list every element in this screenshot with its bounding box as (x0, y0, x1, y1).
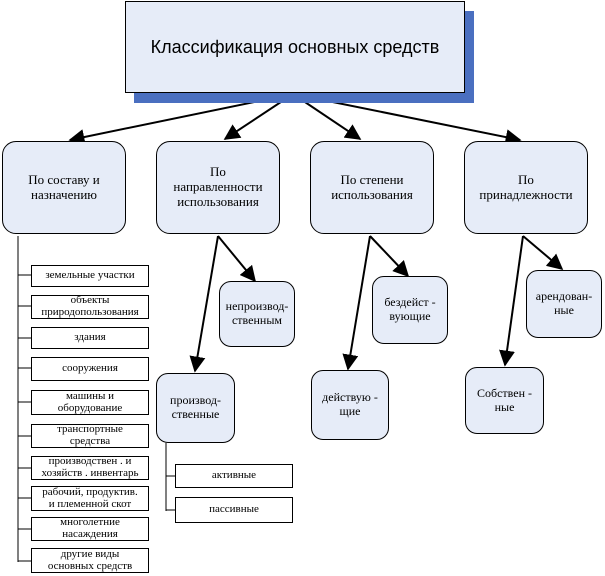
item-active-assets: активные (175, 464, 293, 488)
diagram-title: Классификация основных средств (125, 1, 465, 93)
box-idle: бездейст - вующие (372, 276, 448, 344)
item-vehicles: транспортные средства (31, 424, 149, 448)
item-inventory: производствен . и хозяйств . инвентарь (31, 456, 149, 480)
arrow-to-productive (189, 235, 219, 373)
item-livestock: рабочий, продуктив. и племенной скот (31, 486, 149, 511)
category-ownership: По принадлежности (464, 141, 588, 234)
item-nature-use: объекты природопользования (31, 295, 149, 319)
item-buildings: здания (31, 327, 149, 349)
arrow-to-leased (522, 235, 564, 271)
item-machinery: машины и оборудование (31, 390, 149, 415)
box-productive: производ- ственные (156, 373, 235, 443)
item-land-plots: земельные участки (31, 265, 149, 287)
arrow-to-idle (369, 235, 410, 278)
box-active-usage: действую - щие (311, 370, 389, 440)
arrow-to-active (342, 235, 371, 371)
arrow-to-own (499, 235, 524, 367)
category-usage: По степени использования (310, 141, 434, 234)
category-direction: По направленности использования (156, 141, 280, 234)
box-non-productive: непроизвод- ственным (219, 281, 295, 347)
box-leased: арендован- ные (526, 270, 602, 338)
item-perennial-plantings: многолетние насаждения (31, 517, 149, 541)
item-structures: сооружения (31, 357, 149, 381)
item-passive-assets: пассивные (175, 497, 293, 523)
category-composition: По составу и назначению (2, 141, 126, 234)
arrow-to-nonproductive (217, 235, 257, 283)
item-other-assets: другие виды основных средств (31, 548, 149, 573)
box-own: Собствен - ные (465, 367, 544, 434)
